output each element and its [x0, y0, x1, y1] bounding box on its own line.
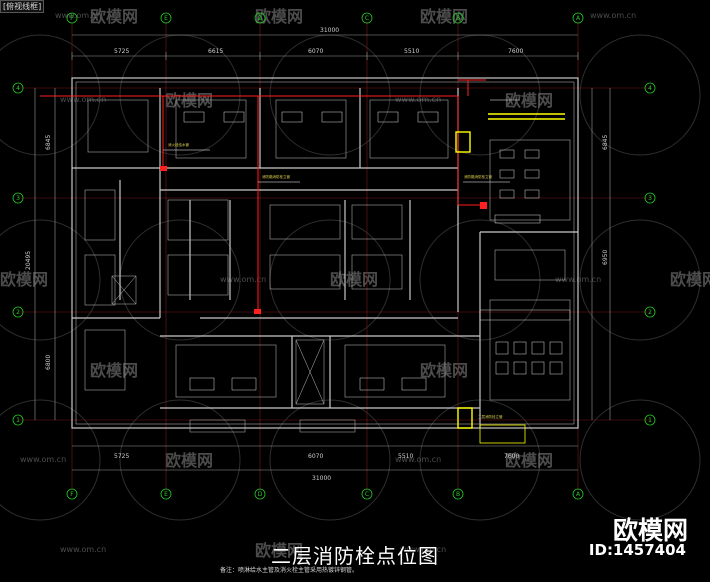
watermark-text: 欧模网 — [255, 7, 303, 26]
axis-label-column: F — [70, 491, 74, 498]
hatched-columns — [111, 275, 356, 433]
viewport-tab[interactable]: [俯视线框] — [0, 0, 45, 13]
axis-label-column: A — [576, 491, 581, 498]
axis-label-column: A — [576, 15, 581, 22]
watermark-text: 欧模网 — [505, 451, 553, 470]
annotation-label: 二层消防栓立管 — [478, 414, 503, 419]
dimension-top: 6615 — [208, 48, 223, 55]
watermark-text: 欧模网 — [505, 91, 553, 110]
axis-labels: F E D C B A F E D C B A 4 3 2 1 4 3 2 1 — [16, 15, 652, 498]
dimension-left: 20495 — [25, 251, 32, 270]
watermark-text: 欧模网 — [420, 7, 468, 26]
watermark-url: www.om.cn — [60, 95, 106, 104]
axis-label-column: C — [365, 491, 369, 498]
fixtures — [183, 111, 571, 391]
dimension-left: 6800 — [45, 355, 52, 370]
dimension-lines — [34, 34, 611, 471]
dimension-right: 6845 — [602, 135, 609, 150]
watermark-url: www.om.cn — [220, 275, 266, 284]
building-walls — [71, 77, 579, 429]
annotation-label: 消防箱消防栓立管 — [464, 174, 492, 179]
dimension-bottom-total: 31000 — [312, 475, 331, 482]
watermark-url: www.om.cn — [395, 95, 441, 104]
dimension-top: 5510 — [404, 48, 419, 55]
dimension-bottom: 7600 — [504, 453, 519, 460]
dimension-bottom: 6070 — [308, 453, 323, 460]
axis-label-row: 3 — [648, 195, 652, 202]
hydrant-marker — [160, 166, 167, 171]
watermark-url: www.om.cn — [395, 455, 441, 464]
dimension-top-total: 31000 — [320, 27, 339, 34]
rooms — [84, 99, 571, 401]
axis-label-column: B — [456, 15, 460, 22]
axis-label-column: E — [164, 15, 168, 22]
pipe-annotations — [163, 99, 520, 183]
axis-label-row: 2 — [16, 309, 20, 316]
watermark-url: www.om.cn — [55, 11, 101, 20]
watermark-url: www.om.cn — [60, 545, 106, 554]
dimension-right: 6950 — [602, 250, 609, 265]
axis-label-column: F — [70, 15, 74, 22]
watermark-text: 欧模网 — [420, 361, 468, 380]
axis-bubbles — [12, 12, 656, 500]
axis-label-row: 4 — [16, 85, 20, 92]
axis-label-row: 4 — [648, 85, 652, 92]
watermark-text: 欧模网 — [255, 541, 303, 560]
dimension-left: 6845 — [45, 135, 52, 150]
watermark-text: 欧模网 — [330, 270, 378, 289]
page-title: 二层消防栓点位图 — [271, 544, 439, 568]
watermark-text: 欧模网 — [165, 91, 213, 110]
dimension-top: 6070 — [308, 48, 323, 55]
dimension-top: 5725 — [114, 48, 129, 55]
watermark-layer: 欧模网 欧模网 欧模网 www.om.cn www.om.cn 欧模网 欧模网 … — [0, 7, 710, 560]
axis-label-column: C — [365, 15, 369, 22]
brand-id: ID:1457404 — [588, 541, 686, 559]
watermark-text: 欧模网 — [0, 270, 48, 289]
axis-label-row: 1 — [648, 417, 652, 424]
title-note: 备注：喷淋给水主管及消火栓主管采用热镀锌钢管。 — [220, 567, 359, 574]
watermark-url: www.om.cn — [20, 455, 66, 464]
watermark-text: 欧模网 — [165, 451, 213, 470]
axis-label-row: 2 — [648, 309, 652, 316]
dimension-top: 7600 — [508, 48, 523, 55]
hydrant-marker — [254, 309, 261, 314]
watermark-text: 欧模网 — [670, 270, 710, 289]
hydrant-marker — [480, 202, 487, 209]
annotation-label: 消火栓给水管 — [168, 142, 189, 147]
watermark-text: 欧模网 — [90, 7, 138, 26]
fire-hydrant-points — [160, 166, 487, 314]
dimension-bottom: 5725 — [114, 453, 129, 460]
axis-label-column: E — [164, 491, 168, 498]
hydrant-cabinets — [455, 113, 565, 444]
brand-logo-text: 欧模网 — [612, 516, 688, 545]
annotation-label: 消防箱消防栓立管 — [262, 174, 290, 179]
watermark-url: www.om.cn — [590, 11, 636, 20]
dimension-labels: 31000 5725 6615 6070 5510 7600 5725 6070… — [25, 27, 609, 482]
watermark-url: www.om.cn — [400, 545, 446, 554]
axis-label-column: B — [456, 491, 460, 498]
fire-pipe-network — [40, 79, 486, 312]
dimension-bottom: 5510 — [398, 453, 413, 460]
annotation-labels: 消火栓给水管 消防箱消防栓立管 消防箱消防栓立管 二层消防栓立管 — [168, 142, 503, 419]
axis-label-row: 3 — [16, 195, 20, 202]
axis-label-row: 1 — [16, 417, 20, 424]
axis-label-column: D — [258, 15, 263, 22]
watermark-text: 欧模网 — [90, 361, 138, 380]
axis-label-column: D — [258, 491, 263, 498]
